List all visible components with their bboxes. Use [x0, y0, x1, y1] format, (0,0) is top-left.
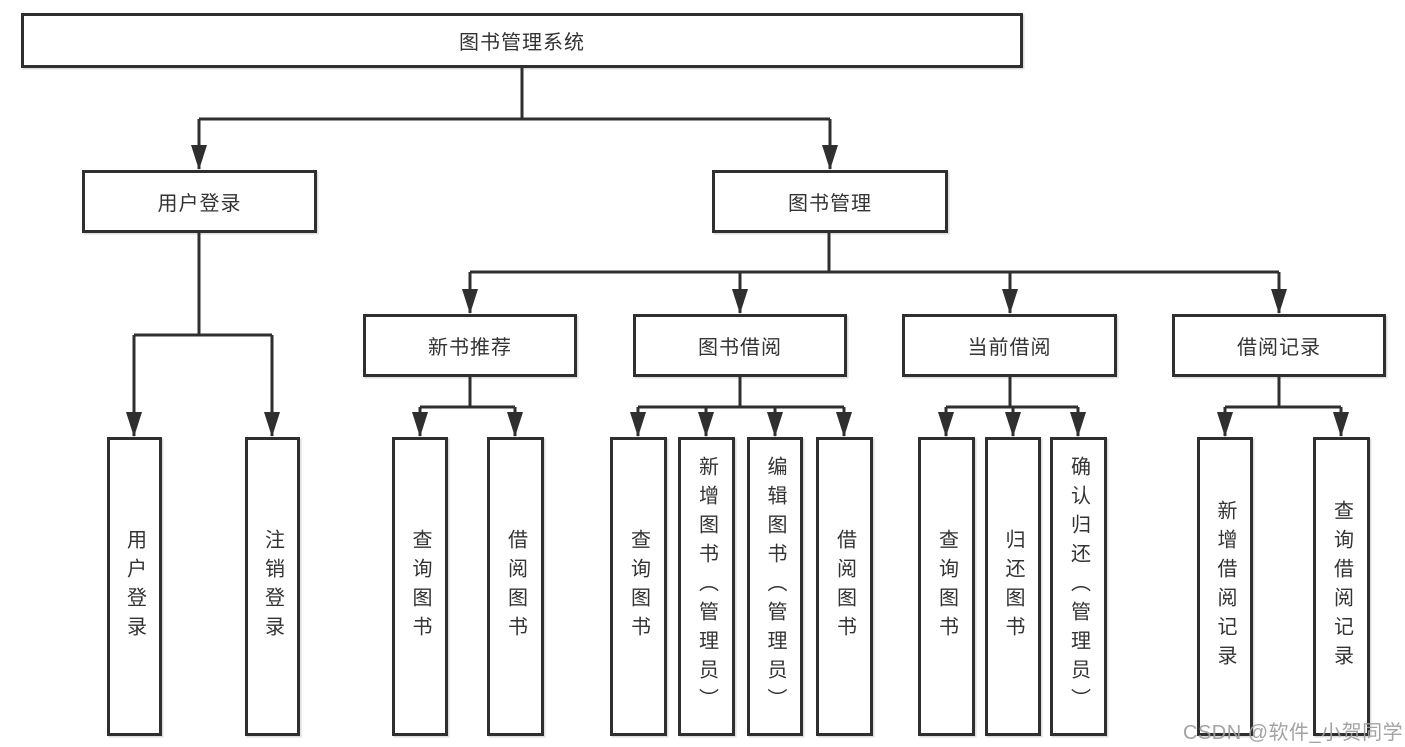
- connector-lines: [132, 68, 1343, 436]
- arrowhead-icon: [462, 289, 478, 314]
- arrowhead-icon: [1070, 412, 1086, 437]
- leaf-label: 编辑图书（管理员）: [764, 456, 786, 717]
- node-book-management: 图书管理: [712, 170, 948, 233]
- leaf-add-borrow-record: 新增借阅记录: [1197, 437, 1253, 736]
- node-current-borrowing: 当前借阅: [902, 314, 1117, 377]
- arrowhead-icon: [126, 412, 142, 437]
- arrowhead-icon: [630, 412, 646, 437]
- leaf-label: 查询图书: [935, 528, 958, 645]
- leaf-label: 新增图书（管理员）: [695, 456, 718, 717]
- leaf-borrow-books: 借阅图书: [816, 437, 873, 736]
- arrowhead-icon: [412, 412, 428, 437]
- arrowhead-icon: [822, 145, 838, 170]
- arrowhead-icon: [938, 412, 954, 437]
- node-borrowing-records: 借阅记录: [1172, 314, 1386, 377]
- leaf-query-books-current: 查询图书: [918, 437, 975, 736]
- node-book-borrowing: 图书借阅: [633, 314, 847, 377]
- leaf-label: 注销登录: [261, 528, 284, 645]
- node-library-management-system: 图书管理系统: [21, 13, 1023, 68]
- arrowhead-icon: [732, 289, 748, 314]
- leaf-edit-books-admin: 编辑图书（管理员）: [747, 437, 803, 736]
- leaf-label: 确认归还（管理员）: [1067, 456, 1090, 717]
- leaf-label: 借阅图书: [504, 528, 527, 645]
- arrowhead-icon: [767, 412, 783, 437]
- leaf-query-books-borrow: 查询图书: [610, 437, 667, 736]
- arrowhead-icon: [698, 412, 714, 437]
- arrowhead-icon: [1271, 289, 1287, 314]
- leaf-confirm-return-admin: 确认归还（管理员）: [1050, 437, 1107, 736]
- leaf-label: 新增借阅记录: [1214, 499, 1236, 674]
- csdn-watermark: CSDN @软件_小贺同学: [1183, 722, 1404, 744]
- connector-path: [132, 68, 1343, 436]
- leaf-label: 查询图书: [627, 528, 650, 645]
- leaf-label: 用户登录: [123, 528, 146, 645]
- leaf-label: 查询借阅记录: [1330, 499, 1353, 674]
- arrowhead-icon: [1002, 289, 1018, 314]
- leaf-query-borrow-record: 查询借阅记录: [1313, 437, 1370, 736]
- leaf-label: 借阅图书: [833, 528, 856, 645]
- arrowhead-icon: [1333, 412, 1349, 437]
- leaf-label: 归还图书: [1002, 528, 1024, 645]
- arrowhead-icon: [1005, 412, 1021, 437]
- leaf-borrow-books-recommend: 借阅图书: [487, 437, 544, 736]
- node-user-login: 用户登录: [82, 170, 317, 233]
- arrowhead-icon: [1217, 412, 1233, 437]
- arrowhead-icon: [507, 412, 523, 437]
- leaf-query-books-recommend: 查询图书: [392, 437, 448, 736]
- node-new-book-recommendation: 新书推荐: [363, 314, 577, 377]
- leaf-logout: 注销登录: [245, 437, 300, 736]
- leaf-return-books: 归还图书: [985, 437, 1041, 736]
- arrowhead-icon: [264, 412, 280, 437]
- arrowhead-icon: [191, 145, 207, 170]
- leaf-user-login: 用户登录: [107, 437, 162, 736]
- arrowhead-icon: [836, 412, 852, 437]
- leaf-add-books-admin: 新增图书（管理员）: [678, 437, 735, 736]
- leaf-label: 查询图书: [409, 528, 431, 645]
